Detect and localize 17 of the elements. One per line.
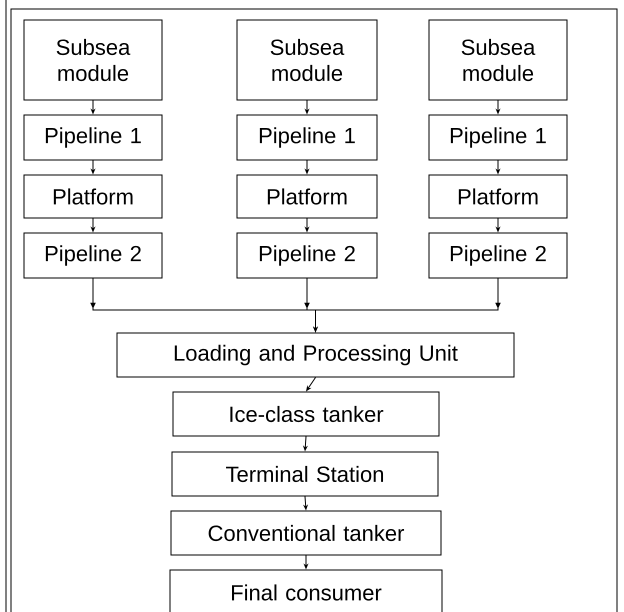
- process-box: Platform: [24, 174, 162, 218]
- process-box: Subsea module: [428, 20, 568, 100]
- process-box: Pipeline 2: [428, 232, 568, 278]
- process-box: Platform: [428, 174, 568, 218]
- process-box: Terminal Station: [172, 452, 438, 496]
- process-box: Conventional tanker: [170, 510, 442, 556]
- process-box: Platform: [236, 174, 378, 218]
- process-box: Subsea module: [24, 20, 162, 100]
- process-box: Pipeline 2: [236, 232, 378, 278]
- process-box: Loading and Processing Unit: [116, 332, 514, 378]
- process-box: Final consumer: [170, 570, 442, 612]
- process-box: Subsea module: [236, 20, 378, 100]
- process-box: Ice-class tanker: [172, 392, 440, 436]
- process-box: Pipeline 2: [24, 232, 162, 278]
- process-box: Pipeline 1: [428, 114, 568, 160]
- process-box: Pipeline 1: [24, 114, 162, 160]
- process-box: Pipeline 1: [236, 114, 378, 160]
